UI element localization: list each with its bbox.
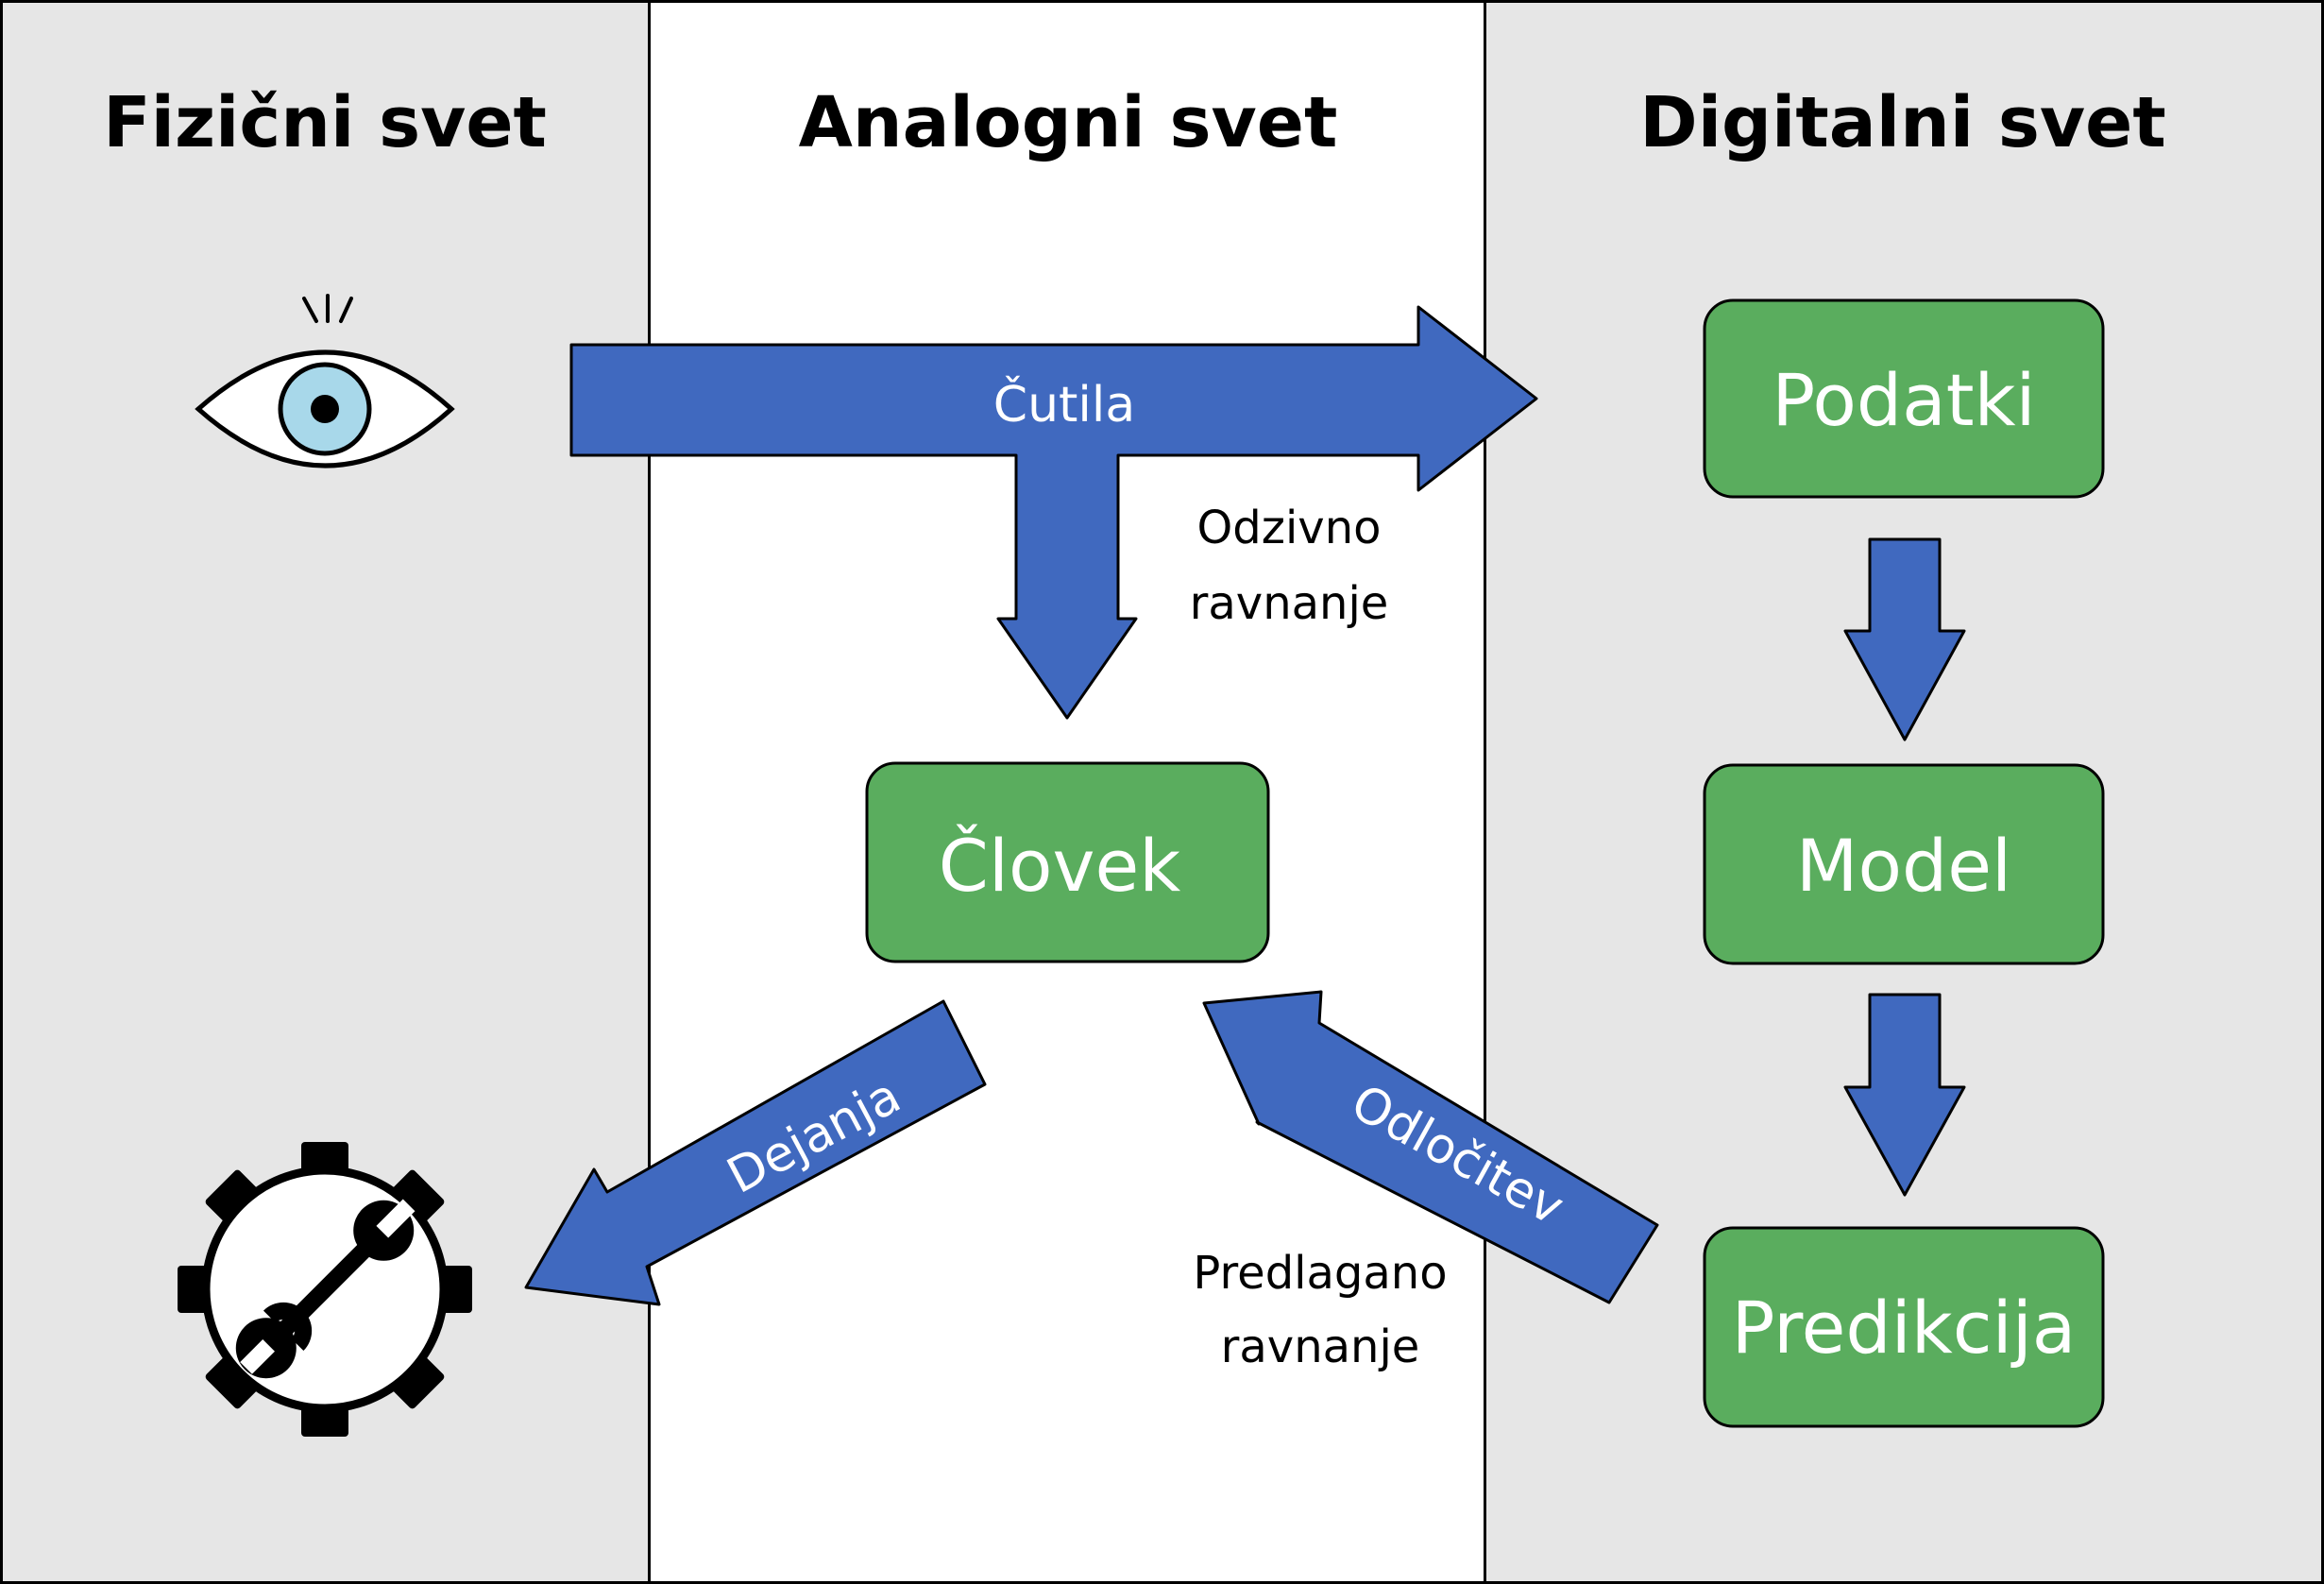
senses-arrow — [569, 305, 1538, 720]
digital-world-title: Digitalni svet — [1639, 82, 2165, 163]
model-box-label: Model — [1796, 824, 2011, 908]
data-box — [1703, 298, 2105, 499]
human-box — [865, 761, 1270, 963]
eye-icon — [195, 294, 455, 468]
data-to-model-arrow — [1843, 537, 1966, 741]
prediction-box — [1703, 1226, 2105, 1428]
analog-world-title: Analogni svet — [799, 82, 1338, 163]
decision-arrow — [1202, 990, 1659, 1304]
actions-arrow — [524, 999, 987, 1306]
prediction-box-label: Predikcija — [1732, 1286, 2077, 1370]
model-to-prediction-arrow — [1843, 993, 1966, 1197]
reactive-action-note-line1: Odzivno — [1197, 502, 1382, 554]
suggested-action-note-line1: Predlagano — [1193, 1247, 1447, 1300]
senses-arrow-label: Čutila — [993, 375, 1135, 434]
suggested-action-note-line2: ravnanje — [1221, 1320, 1420, 1373]
physical-world-title: Fizični svet — [103, 82, 547, 163]
model-box — [1703, 763, 2105, 965]
data-box-label: Podatki — [1772, 358, 2035, 442]
human-box-label: Človek — [939, 823, 1180, 908]
gear-wrench-icon — [178, 1142, 472, 1437]
reactive-action-note-line2: ravnanje — [1190, 577, 1389, 630]
